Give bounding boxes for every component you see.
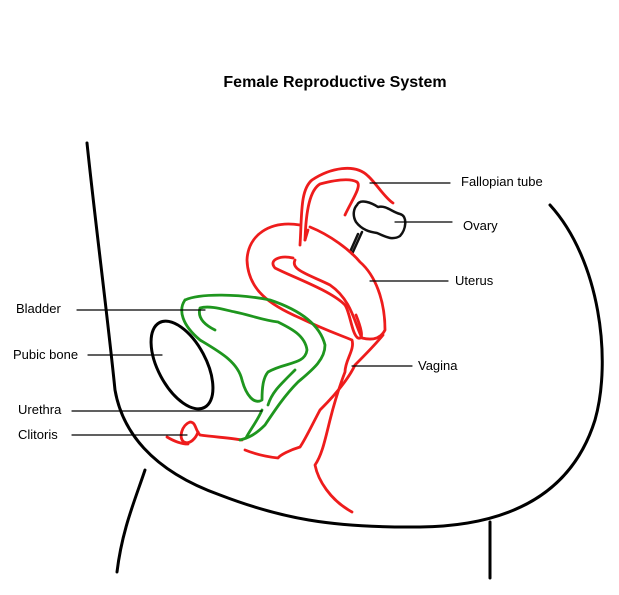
label-ovary: Ovary bbox=[463, 218, 498, 233]
pubic-bone bbox=[149, 319, 215, 411]
label-clitoris: Clitoris bbox=[18, 427, 58, 442]
body-outline bbox=[85, 141, 604, 580]
diagram-title: Female Reproductive System bbox=[223, 74, 447, 91]
label-fallopian-tube: Fallopian tube bbox=[461, 174, 543, 189]
label-uterus: Uterus bbox=[455, 273, 494, 288]
label-urethra: Urethra bbox=[18, 402, 62, 417]
label-bladder: Bladder bbox=[16, 301, 61, 316]
label-vagina: Vagina bbox=[418, 358, 458, 373]
leader-lines bbox=[71, 182, 453, 436]
reproductive-organs bbox=[165, 166, 395, 514]
ovary bbox=[348, 200, 407, 256]
label-pubic-bone: Pubic bone bbox=[13, 347, 79, 362]
bladder-urethra bbox=[180, 293, 327, 442]
